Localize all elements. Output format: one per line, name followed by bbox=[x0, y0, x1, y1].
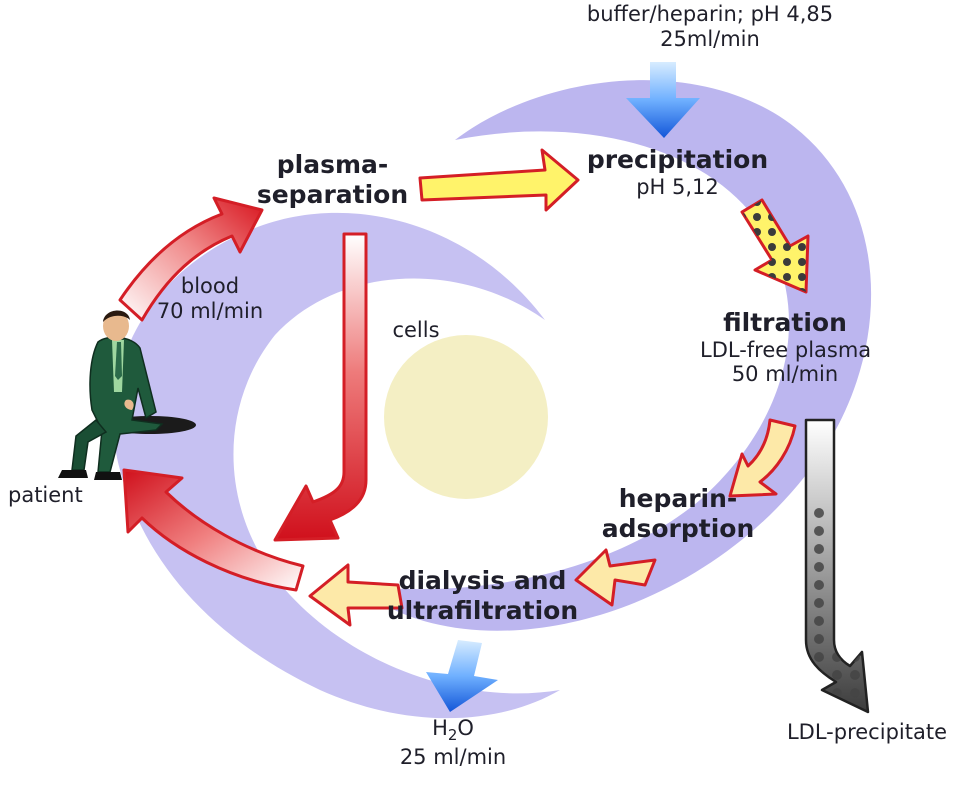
heparin-line-2: adsorption bbox=[601, 513, 755, 543]
blood-line-2: 70 ml/min bbox=[156, 298, 264, 323]
h2o-subscript: 2 bbox=[447, 726, 458, 745]
filtration-title: filtration bbox=[723, 308, 847, 337]
arrow-filtration-to-heparin bbox=[728, 418, 797, 498]
arrow-separation-to-precipitation bbox=[418, 148, 580, 212]
heparin-adsorption-label: heparin- adsorption bbox=[598, 484, 758, 543]
filtration-line-2: 50 ml/min bbox=[731, 362, 839, 387]
precipitation-ph: pH 5,12 bbox=[636, 174, 719, 199]
arrow-cells-down bbox=[273, 232, 368, 542]
dialysis-label: dialysis and ultrafiltration bbox=[375, 566, 590, 625]
arrow-h2o-out bbox=[426, 640, 498, 712]
buffer-line-1: buffer/heparin; pH 4,85 bbox=[586, 2, 834, 26]
patient-hair bbox=[103, 310, 130, 322]
h2o-label: H2O 25 ml/min bbox=[388, 716, 518, 770]
buffer-line-2: 25ml/min bbox=[660, 26, 760, 51]
blood-label: blood 70 ml/min bbox=[150, 274, 270, 324]
cells-label: cells bbox=[392, 318, 440, 342]
patient-head bbox=[103, 311, 129, 341]
ldl-precipitate-label: LDL-precipitate bbox=[786, 720, 947, 744]
dialysis-line-2: ultrafiltration bbox=[386, 595, 579, 625]
arrow-blood-to-separation bbox=[118, 196, 264, 322]
filtration-line-1: LDL-free plasma bbox=[700, 337, 872, 362]
patient-label: patient bbox=[8, 483, 83, 507]
plasma-separation-line-1: plasma- bbox=[276, 150, 389, 179]
dots-ldl-tube bbox=[808, 505, 866, 708]
arrow-heparin-to-dialysis bbox=[574, 548, 657, 607]
patient-tie bbox=[115, 342, 122, 380]
dots-precipitation-arrow bbox=[742, 200, 808, 292]
arrow-return-to-patient bbox=[122, 468, 305, 592]
patient-shoe-2 bbox=[94, 472, 122, 480]
h2o-o: O bbox=[457, 716, 474, 740]
patient-shoe-1 bbox=[58, 470, 88, 478]
blood-line-1: blood bbox=[180, 274, 240, 298]
arrow-dialysis-to-return bbox=[308, 563, 404, 627]
inner-crescent-band bbox=[113, 212, 560, 719]
precipitation-label: precipitation pH 5,12 bbox=[585, 145, 770, 199]
h2o-h: H bbox=[432, 716, 448, 740]
buffer-label: buffer/heparin; pH 4,85 25ml/min bbox=[560, 2, 860, 52]
precipitation-title: precipitation bbox=[586, 145, 769, 174]
patient-hands bbox=[124, 399, 134, 410]
h2o-rate: 25 ml/min bbox=[399, 744, 507, 769]
heparin-line-1: heparin- bbox=[618, 484, 738, 513]
plasma-separation-label: plasma- separation bbox=[240, 150, 425, 209]
filtration-label: filtration LDL-free plasma 50 ml/min bbox=[700, 308, 872, 387]
patient-figure bbox=[58, 310, 196, 480]
arrow-buffer-in bbox=[626, 62, 700, 138]
dialysis-line-1: dialysis and bbox=[398, 566, 567, 595]
h2o-formula: H2O bbox=[388, 716, 518, 745]
plasma-separation-line-2: separation bbox=[256, 179, 409, 209]
center-disc bbox=[384, 335, 548, 499]
